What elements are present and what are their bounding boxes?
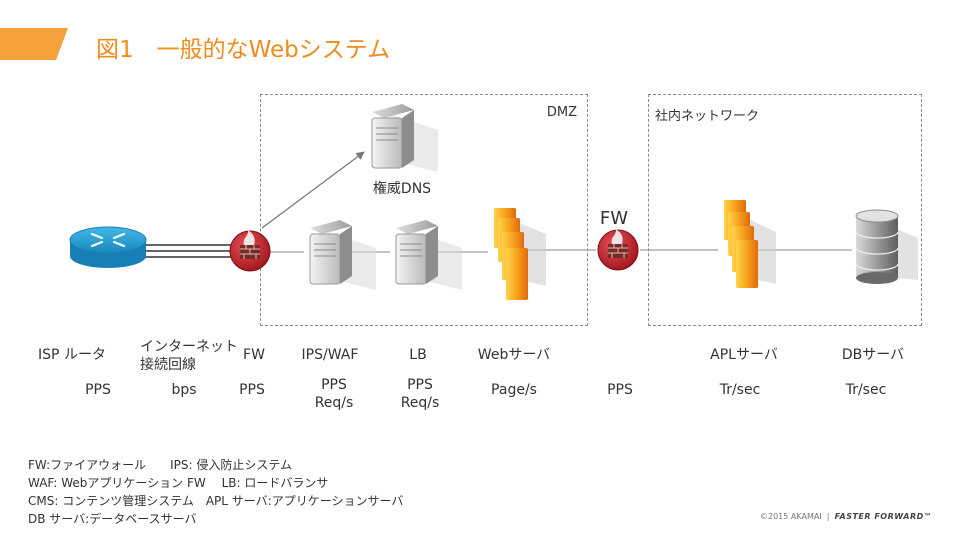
dns-label: 権威DNS: [372, 181, 432, 197]
component-metric: Tr/sec: [845, 382, 887, 398]
page-title: 図1 一般的なWebシステム: [96, 37, 391, 63]
legend-line: DB サーバ:データベースサーバ: [28, 512, 197, 526]
component-name-line: インターネット: [140, 339, 238, 355]
web-server-icon: [494, 208, 546, 300]
internal-network-zone: 社内ネットワーク: [648, 94, 922, 326]
firewall-icon: [229, 230, 271, 272]
component-metric: PPS: [239, 382, 265, 398]
component-metric: PPS Req/s: [400, 377, 440, 411]
tagline: FASTER FORWARD™: [834, 512, 933, 521]
component-metric: PPS: [607, 382, 633, 398]
db-server-icon: [855, 209, 918, 284]
footer-separator: |: [826, 512, 830, 521]
component-name: APLサーバ: [710, 347, 778, 363]
component-metric: PPS Req/s: [314, 377, 354, 411]
copyright: ©2015 AKAMAI: [760, 512, 822, 521]
dns-server-icon: [371, 104, 438, 172]
legend-line: CMS: コンテンツ管理システム APL サーバ:アプリケーションサーバ: [28, 494, 404, 508]
legend: FW:ファイアウォール IPS: 侵入防止システム WAF: Webアプリケーシ…: [28, 456, 403, 528]
router-icon: [69, 226, 147, 268]
component-name: インターネット接続回線: [140, 338, 238, 374]
component-metric: Page/s: [491, 382, 537, 398]
component-name: FW: [243, 347, 265, 363]
apl-server-icon: [724, 200, 776, 288]
dmz-zone: DMZ: [260, 94, 588, 326]
component-name: Webサーバ: [477, 347, 551, 363]
fw-top-label: FW: [599, 208, 629, 229]
dmz-label: DMZ: [546, 105, 577, 120]
component-name: IPS/WAF: [301, 347, 359, 363]
component-metric: Tr/sec: [719, 382, 761, 398]
footer: ©2015 AKAMAI | FASTER FORWARD™: [760, 512, 932, 521]
component-metric: bps: [171, 382, 197, 398]
component-name-line: 接続回線: [140, 357, 196, 373]
firewall-icon: [597, 229, 639, 271]
dns-arrow: [261, 151, 365, 229]
component-name: LB: [409, 347, 427, 363]
internet-line: [142, 244, 232, 258]
component-metric: PPS: [85, 382, 111, 398]
lb-server-icon: [395, 220, 462, 290]
component-name: DBサーバ: [841, 347, 905, 363]
ips-waf-server-icon: [309, 220, 376, 290]
legend-line: WAF: Webアプリケーション FW LB: ロードバランサ: [28, 476, 329, 490]
legend-line: FW:ファイアウォール IPS: 侵入防止システム: [28, 458, 292, 472]
title-accent-bar: [0, 28, 68, 60]
internal-network-label: 社内ネットワーク: [655, 109, 760, 124]
component-name: ISP ルータ: [38, 347, 106, 363]
